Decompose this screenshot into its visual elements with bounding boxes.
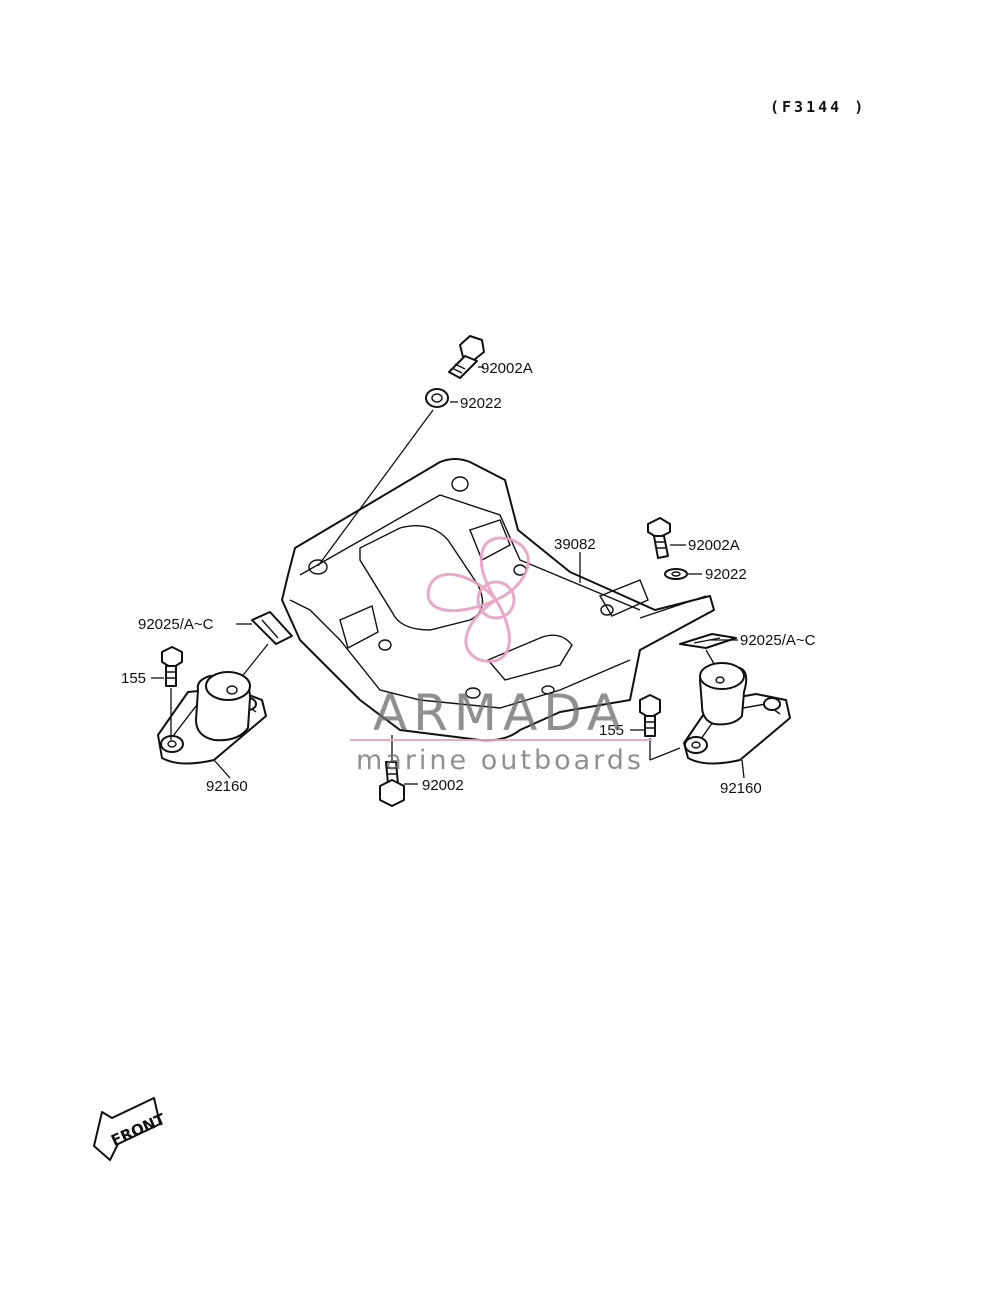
label-mount-left: 92160 — [206, 778, 248, 795]
label-washer-top: 92022 — [460, 395, 502, 412]
mount-right — [683, 662, 791, 765]
bolt-bottom — [379, 761, 405, 807]
label-bolt-bottom: 92002 — [422, 777, 464, 794]
washer-right — [664, 568, 688, 580]
bolt-right — [647, 517, 671, 559]
shim-left — [251, 611, 293, 645]
bolt-top — [448, 335, 485, 379]
watermark-tagline: marine outboards — [356, 745, 644, 776]
front-arrow: FRONT — [93, 1097, 169, 1161]
label-bolt-left-small: 155 — [121, 670, 146, 687]
label-shim-left: 92025/A~C — [138, 616, 214, 633]
label-mount-right: 92160 — [720, 780, 762, 797]
bolt-right-small — [639, 694, 661, 737]
watermark-logo: ARMADA marine outboards — [350, 536, 652, 776]
label-washer-right: 92022 — [705, 566, 747, 583]
label-shim-right: 92025/A~C — [740, 632, 816, 649]
label-bolt-right: 92002A — [688, 537, 740, 554]
label-bolt-top: 92002A — [481, 360, 533, 377]
propeller-icon — [426, 536, 530, 663]
diagram-code: (F3144 ) — [770, 98, 866, 116]
label-plate: 39082 — [554, 536, 596, 553]
watermark-brand: ARMADA — [373, 684, 627, 742]
label-bolt-right-small: 155 — [599, 722, 624, 739]
mount-left — [157, 671, 267, 765]
washer-top — [425, 388, 449, 408]
bolt-left-small — [161, 646, 183, 687]
shim-right — [679, 633, 737, 649]
